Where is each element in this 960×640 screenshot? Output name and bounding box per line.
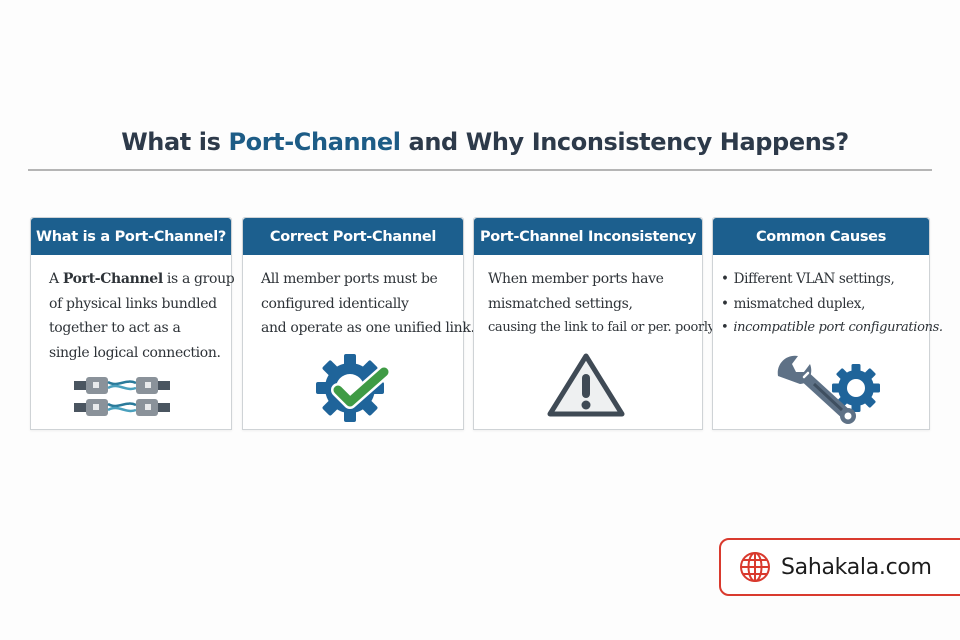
card-line: causing the link to fail or per. poorly. <box>488 320 717 335</box>
globe-icon <box>740 552 770 582</box>
bold-term: Port-Channel <box>62 271 163 287</box>
list-item: mismatched duplex, <box>721 292 915 317</box>
card-body: A Port-Channel is a group of physical li… <box>31 255 235 365</box>
card-body: When member ports have mismatched settin… <box>474 255 717 341</box>
wrench-gear-icon <box>777 355 880 424</box>
card-line: of physical links bundled <box>49 295 217 312</box>
brand-label: Sahakala.com <box>781 554 932 580</box>
title-prefix: What is <box>121 128 229 156</box>
title-divider <box>28 169 932 171</box>
card-line: mismatched settings, <box>488 295 633 312</box>
card-header: Common Causes <box>713 218 929 255</box>
card-body: All member ports must be configured iden… <box>243 255 475 341</box>
page-title: What is Port-Channel and Why Inconsisten… <box>0 128 960 156</box>
card-line: All member ports must be <box>261 271 438 287</box>
list-item: Different VLAN settings, <box>721 267 915 292</box>
card-body: Different VLAN settings, mismatched dupl… <box>713 255 943 341</box>
title-suffix: and Why Inconsistency Happens? <box>400 128 850 156</box>
card-common-causes: Common Causes Different VLAN settings, m… <box>712 217 943 430</box>
card-line: A Port-Channel is a group <box>49 267 235 292</box>
card-header: Correct Port-Channel <box>243 218 463 255</box>
gear-checkmark-icon <box>316 354 391 422</box>
line-text: A <box>49 271 63 287</box>
card-line: together to act as a <box>49 320 181 336</box>
card-line: single logical connection. <box>49 344 221 361</box>
list-item: incompatible port configurations. <box>721 316 943 341</box>
card-what-is-port-channel: What is a Port-Channel? A Port-Channel i… <box>30 217 235 430</box>
card-line: When member ports have <box>488 271 664 287</box>
card-line: and operate as one unified link. <box>261 320 475 336</box>
card-header: Port-Channel Inconsistency <box>474 218 702 255</box>
card-line: configured identically <box>261 295 409 312</box>
warning-triangle-icon <box>547 353 625 417</box>
brand-badge[interactable]: Sahakala.com <box>719 538 960 596</box>
card-header: What is a Port-Channel? <box>31 218 231 255</box>
line-text: is a group <box>162 271 235 287</box>
title-accent: Port-Channel <box>228 128 401 156</box>
bundled-cables-icon <box>74 377 170 416</box>
